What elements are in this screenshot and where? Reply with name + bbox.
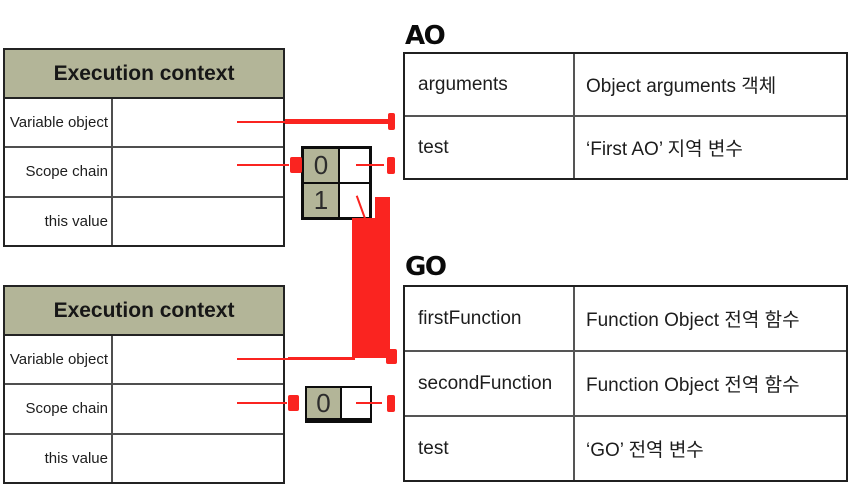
go-row-value: Function Object 전역 함수 (586, 310, 800, 331)
connector-bar-upper (375, 197, 390, 222)
connector-bar-to-go (352, 218, 390, 358)
table-row: test ‘GO’ 전역 변수 (405, 415, 846, 480)
arrow-line-scope-slot0-bottom (356, 402, 382, 404)
go-row-key: secondFunction (405, 352, 575, 415)
scope-slot-index: 1 (304, 184, 340, 217)
arrow-line-bottom-scope-chain (237, 402, 287, 404)
ao-row-value: Object arguments 객체 (586, 76, 777, 97)
arrow-line-top-variable-object (237, 121, 287, 123)
ec-row-value (113, 197, 283, 245)
ec-row-label: Scope chain (5, 148, 113, 196)
go-row-value: Function Object 전역 함수 (586, 375, 800, 396)
scope-slot-index: 0 (307, 388, 342, 418)
scope-slot-1: 1 (304, 182, 369, 217)
arrow-line-bottom-variable-object (237, 358, 290, 360)
execution-context-title: Execution context (5, 50, 283, 99)
arrow-line-top-variable-object-thick (285, 119, 389, 124)
ec-row-label: Scope chain (5, 385, 113, 433)
table-row: firstFunction Function Object 전역 함수 (405, 287, 846, 350)
scope-slot-index: 0 (304, 149, 340, 182)
ao-table: arguments Object arguments 객체 test ‘Firs… (403, 52, 848, 180)
arrowhead-connector-to-go (386, 349, 397, 364)
table-row: test ‘First AO’ 지역 변수 (405, 115, 846, 178)
ec-row-value (113, 148, 283, 196)
ec-row-label: this value (5, 197, 113, 245)
ec-row-label: Variable object (5, 336, 113, 384)
table-row: secondFunction Function Object 전역 함수 (405, 350, 846, 415)
ao-row-key: arguments (405, 54, 575, 115)
ec-row-scope-chain: Scope chain (5, 383, 283, 433)
arrowhead-scope-slot0-to-ao (387, 157, 395, 174)
go-row-value: ‘GO’ 전역 변수 (586, 440, 704, 461)
ec-row-scope-chain: Scope chain (5, 146, 283, 196)
arrowhead-top-scope-chain-to-list (290, 157, 302, 173)
ec-row-this-value: this value (5, 195, 283, 245)
arrow-line-scope-slot0-top (356, 164, 384, 166)
go-table: firstFunction Function Object 전역 함수 seco… (403, 285, 848, 482)
go-label: GO (405, 252, 447, 282)
table-row: arguments Object arguments 객체 (405, 54, 846, 115)
ec-row-value (113, 385, 283, 433)
arrow-line-top-scope-chain (237, 164, 289, 166)
execution-context-title: Execution context (5, 287, 283, 336)
scope-chain-list-bottom: 0 (305, 386, 372, 423)
ec-row-label: Variable object (5, 99, 113, 147)
ec-row-label: this value (5, 434, 113, 482)
go-row-key: firstFunction (405, 287, 575, 350)
go-row-key: test (405, 417, 575, 480)
arrowhead-scope-slot0-to-go (387, 395, 395, 412)
arrow-line-bottom-variable-object-thick (288, 357, 355, 360)
ao-row-value: ‘First AO’ 지역 변수 (586, 139, 743, 160)
ec-row-this-value: this value (5, 432, 283, 482)
arrowhead-bottom-scope-chain-to-list (288, 395, 299, 411)
ec-row-value (113, 434, 283, 482)
scope-slot-value (340, 184, 369, 217)
execution-context-table-top: Execution context Variable object Scope … (3, 48, 285, 247)
execution-context-table-bottom: Execution context Variable object Scope … (3, 285, 285, 484)
ao-label: AO (405, 21, 446, 51)
arrowhead-top-variable-object-to-ao (388, 113, 395, 130)
ao-row-key: test (405, 117, 575, 178)
